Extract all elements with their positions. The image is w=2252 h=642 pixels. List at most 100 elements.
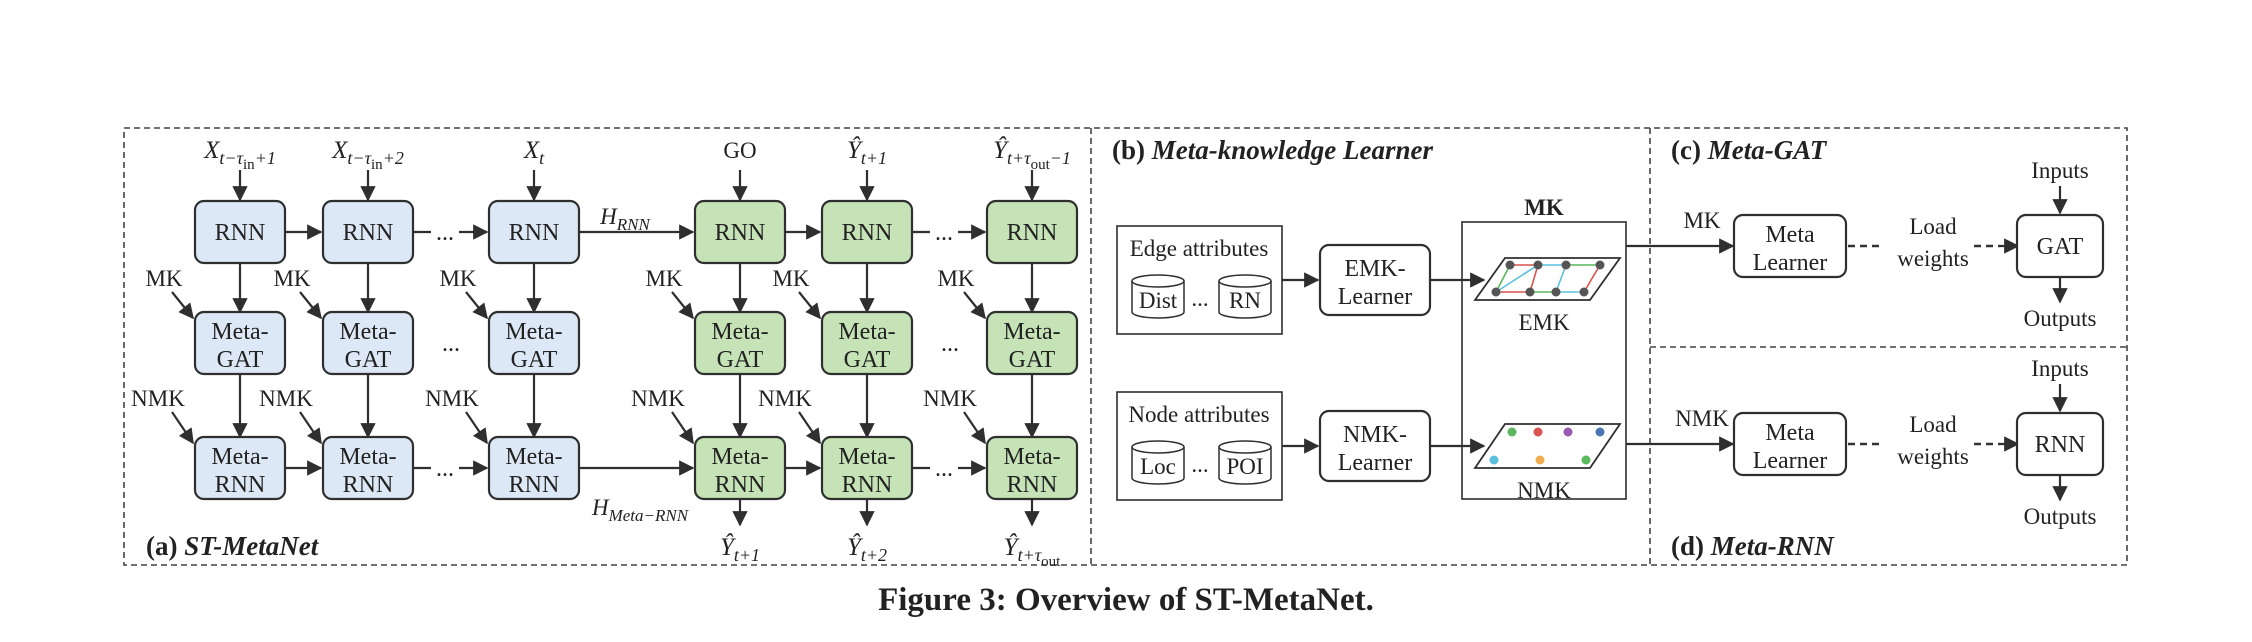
mk-arrow-2 [299,291,322,320]
mk-arrow-5 [798,291,821,320]
rnn-node-5: RNN [820,199,914,265]
meta-rnn-node-4-label-2: RNN [715,472,766,498]
nmk-label-6: NMK [923,386,977,411]
nmk-node-1 [1507,427,1517,437]
nmk-label-2: NMK [259,386,313,411]
rnn-node-4-box [693,199,787,265]
node-attributes-box-cylinder-2: POI [1218,440,1272,485]
input-x-t-tau-in-1: Xt−τin+1 [203,137,276,173]
meta-gat-node-4: Meta-GAT [693,310,787,376]
meta-gat-panel-load-label-2: weights [1897,246,1969,271]
mk-arrow-6 [963,291,986,320]
mrnn-ellipsis-2: ... [436,456,454,482]
meta-gat-node-6-label-2: GAT [1009,347,1056,373]
meta-rnn-panel-target-node: RNN [2015,411,2105,477]
meta-rnn-node-4-label-1: Meta- [711,444,768,470]
meta-rnn-panel-outputs-label: Outputs [2024,504,2097,529]
meta-gat-node-5-label-2: GAT [844,347,891,373]
meta-rnn-node-6-label-1: Meta- [1003,444,1060,470]
emk-edge-6 [1495,264,1511,293]
edge-attributes-box-cylinder-2: RN [1218,274,1272,319]
meta-gat-node-3-label-2: GAT [511,347,558,373]
node-attributes-box-ellipsis: ... [1191,452,1208,477]
input-go: GO [723,138,756,163]
meta-rnn-panel-target-node-label: RNN [2035,432,2086,458]
nmk-learner-node: NMK-Learner [1318,409,1432,483]
meta-gat-panel-target-node-label: GAT [2037,234,2084,260]
meta-gat-panel-in-label: MK [1683,208,1720,233]
meta-gat-node-3: Meta-GAT [487,310,581,376]
meta-gat-node-1-label-2: GAT [217,347,264,373]
h-rnn-label: HRNN [599,204,651,234]
node-attributes-box-cylinder-2-top [1218,440,1272,454]
meta-gat-panel-outputs-label: Outputs [2024,306,2097,331]
meta-rnn-panel-load-label-1: Load [1909,412,1957,437]
meta-rnn-node-6-label-2: RNN [1007,472,1058,498]
meta-gat-node-4-box [693,310,787,376]
meta-rnn-node-2: Meta-RNN [321,435,415,501]
rnn-node-3: RNN [487,199,581,265]
meta-rnn-panel-meta-learner-node-label-2: Learner [1753,448,1828,474]
nmk-arrow-1 [171,411,194,445]
meta-gat-panel-inputs-label: Inputs [2031,158,2089,183]
output-yhat-2: Ŷt+2 [847,533,887,565]
h-meta-rnn-label: HMeta−RNN [591,495,690,525]
nmk-label-4: NMK [631,386,685,411]
rnn-node-3-label: RNN [509,220,560,246]
meta-rnn-node-4-box [693,435,787,501]
node-attributes-box-cylinder-1: Loc [1131,440,1185,485]
emk-edge-5 [1555,264,1567,293]
rnn-node-5-box [820,199,914,265]
rnn-node-1: RNN [193,199,287,265]
meta-gat-node-3-box [487,310,581,376]
mk-label-5: MK [772,266,809,291]
nmk-learner-node-label-1: NMK- [1343,422,1407,448]
connector-layer [171,170,1040,527]
meta-rnn-node-6-box [985,435,1079,501]
meta-rnn-panel-load-label-2: weights [1897,444,1969,469]
nmk-label-1: NMK [131,386,185,411]
output-yhat-1: Ŷt+1 [720,533,760,565]
rnn-node-4: RNN [693,199,787,265]
mk-label-4: MK [645,266,682,291]
meta-rnn-node-2-label-1: Meta- [339,444,396,470]
rnn-node-1-label: RNN [215,220,266,246]
output-yhat-3: Ŷt+τout [1004,533,1062,570]
meta-rnn-node-4: Meta-RNN [693,435,787,501]
nmk-node-3 [1563,427,1573,437]
meta-gat-node-5: Meta-GAT [820,310,914,376]
emk-learner-node: EMK-Learner [1318,243,1432,317]
edge-attributes-box-cylinder-2-body [1218,281,1272,319]
emk-node-4 [1595,260,1605,270]
rnn-node-6-box [985,199,1079,265]
edge-attributes-box-cylinder-2-top [1218,274,1272,288]
meta-gat-panel-meta-learner-node-label-1: Meta [1765,222,1815,248]
emk-node-5 [1491,287,1501,297]
rnn-ellipsis-5: ... [935,220,953,246]
node-attributes-box-cylinder-1-top [1131,440,1185,454]
emk-label: EMK [1518,310,1570,335]
meta-gat-node-5-box [820,310,914,376]
meta-rnn-node-3-label-2: RNN [509,472,560,498]
mrnn-ellipsis-5: ... [935,456,953,482]
mk-arrow-3 [465,291,488,320]
meta-rnn-node-2-label-2: RNN [343,472,394,498]
node-attributes-box-cylinder-2-label: POI [1226,454,1263,479]
emk-node-6 [1525,287,1535,297]
meta-rnn-panel-inputs-label: Inputs [2031,356,2089,381]
nmk-arrow-4 [671,411,694,445]
rnn-node-5-label: RNN [842,220,893,246]
label-layer: MKNMKMKNMKMKNMKMKNMKMKNMKMKNMK..........… [131,136,1071,570]
emk-graph [1473,257,1622,301]
panel-d-title: (d) Meta-RNN [1671,531,1835,561]
node-attributes-box-cylinder-1-label: Loc [1140,454,1176,479]
nmk-label-3: NMK [425,386,479,411]
meta-gat-node-1-label-1: Meta- [211,319,268,345]
rnn-node-3-box [487,199,581,265]
emk-node-7 [1551,287,1561,297]
panel-a-title: (a) ST-MetaNet [146,531,320,561]
